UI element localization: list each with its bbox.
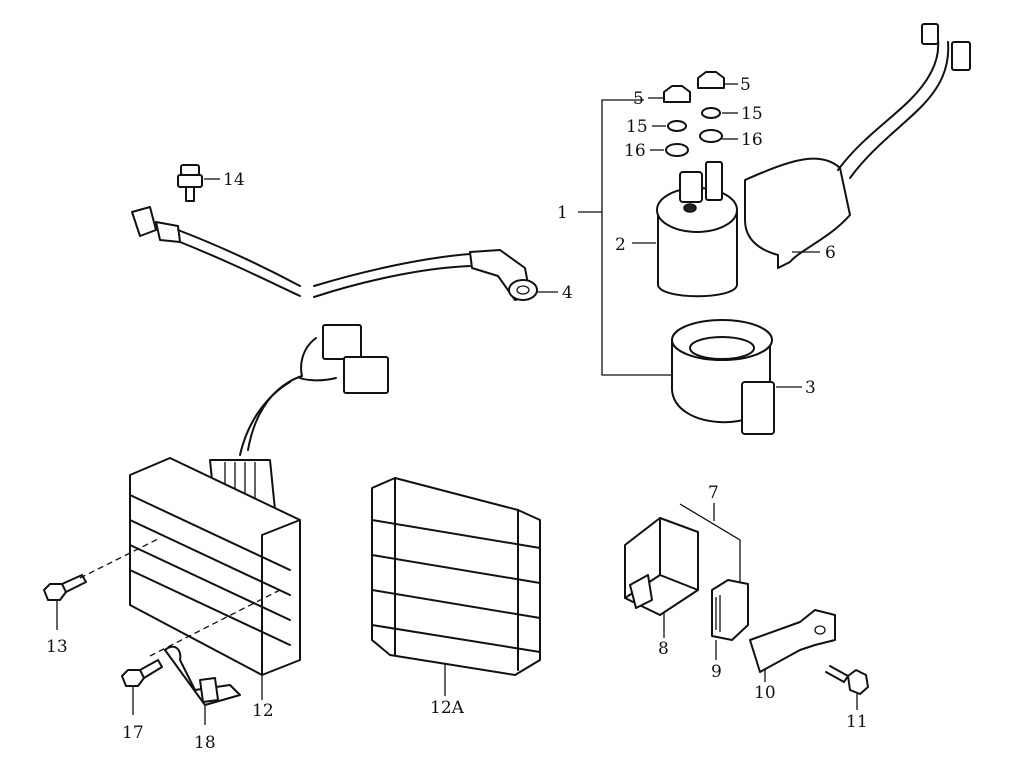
battery-cable-4 [131, 206, 558, 301]
callout-1: 1 [557, 203, 568, 223]
callout-5b: 5 [740, 75, 751, 95]
callout-9: 9 [711, 662, 722, 682]
callout-15b: 15 [741, 104, 763, 124]
callout-12a: 12A [430, 698, 465, 718]
bracket-10-bolt-11 [749, 609, 869, 710]
callout-16a: 16 [624, 141, 646, 161]
regulator-rectifier-12a [371, 477, 541, 696]
callout-14: 14 [223, 170, 245, 190]
bolt-13 [43, 574, 87, 630]
callout-6: 6 [825, 243, 836, 263]
callout-15a: 15 [626, 117, 648, 137]
callout-labels: 1 2 3 4 5 5 6 7 8 9 10 11 12 12A 13 14 1… [46, 75, 868, 753]
relay-group-7 [624, 503, 749, 660]
starter-relay-assembly [578, 23, 971, 435]
callout-5a: 5 [633, 89, 644, 109]
regulator-rectifier-12 [79, 324, 389, 700]
callout-12: 12 [252, 701, 274, 721]
callout-8: 8 [658, 639, 669, 659]
callout-10: 10 [754, 683, 776, 703]
callout-4: 4 [562, 283, 573, 303]
callout-18: 18 [194, 733, 216, 753]
callout-2: 2 [615, 235, 626, 255]
bolt-17-bracket-18 [121, 645, 241, 725]
callout-7: 7 [708, 483, 719, 503]
callout-11: 11 [846, 712, 868, 732]
callout-3: 3 [805, 378, 816, 398]
callout-16b: 16 [741, 130, 763, 150]
callout-17: 17 [122, 723, 144, 743]
bolt-14 [177, 164, 220, 202]
callout-13: 13 [46, 637, 68, 657]
